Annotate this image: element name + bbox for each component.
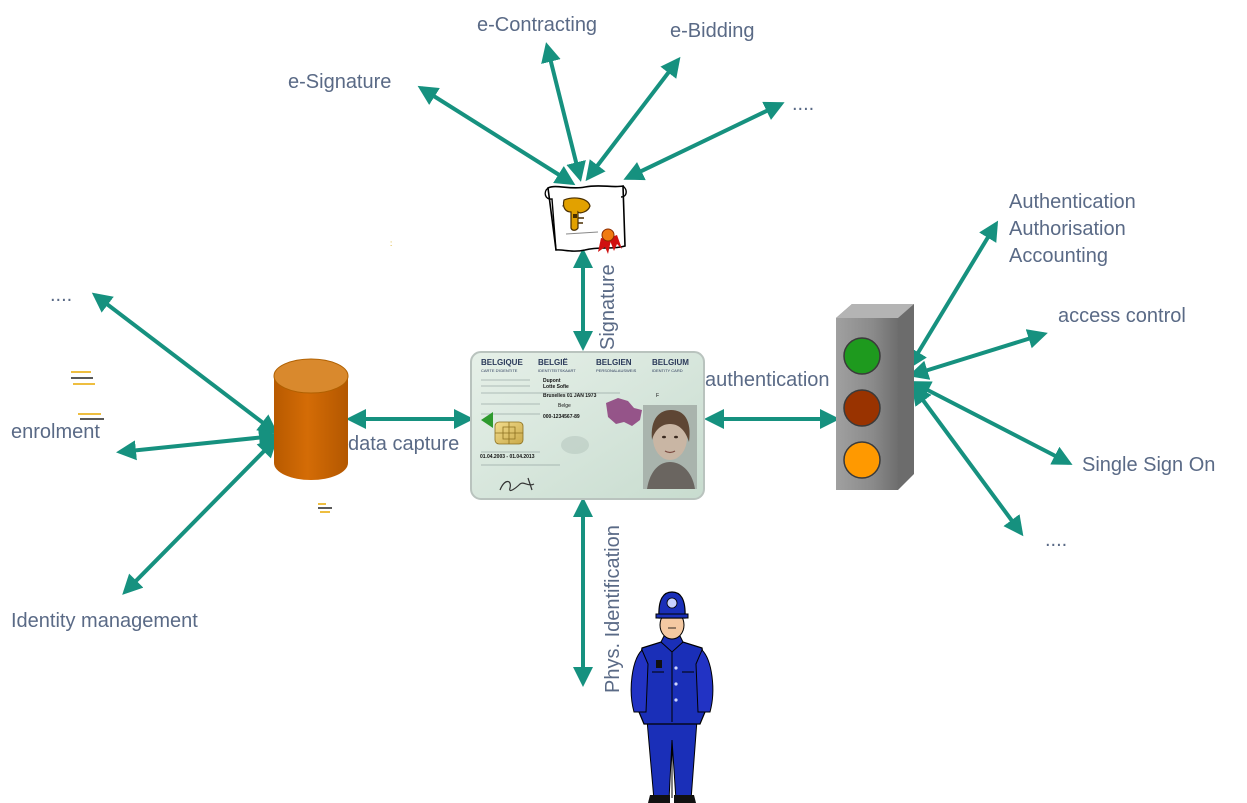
label-e-bidding: e-Bidding: [670, 20, 755, 42]
label-authorisation: Authorisation: [1009, 218, 1126, 240]
arrows: [91, 42, 1073, 687]
card-header-2: BELGIË: [538, 358, 568, 367]
card-header-3: BELGIEN: [596, 358, 632, 367]
traffic-light-icon: [836, 304, 914, 490]
label-data-capture: data capture: [348, 433, 460, 455]
label-more-right: ....: [1045, 529, 1068, 551]
card-birth: Bruxelles 01 JAN 1973: [543, 393, 597, 399]
label-aaa: Authentication Authorisation Accounting: [1009, 189, 1136, 270]
arrow-db-enrolment: [116, 427, 279, 461]
card-number: 000-1234567-89: [543, 414, 580, 420]
card-given-name: Lotte Sofie: [543, 384, 569, 390]
label-access-control: access control: [1058, 305, 1186, 327]
policeman-icon: [630, 591, 714, 803]
card-header-4: BELGIUM: [652, 358, 689, 367]
arrow-signature-e-contracting: [541, 42, 586, 182]
label-e-signature: e-Signature: [288, 71, 392, 93]
card-map: [606, 398, 642, 426]
card-signature-scribble: [499, 477, 535, 492]
label-phys-identification: Phys. Identification: [602, 525, 624, 693]
seal-icon: [598, 228, 622, 254]
green-light: [843, 337, 881, 375]
card-photo: [643, 405, 697, 489]
card-subheader-1: CARTE D'IDENTITE: [481, 368, 518, 373]
arrow-light-aaa: [907, 220, 999, 370]
label-authentication: authentication: [705, 369, 830, 391]
arrow-db-more: [91, 292, 279, 435]
label-single-sign-on: Single Sign On: [1082, 454, 1216, 476]
arrow-signature-e-signature: [417, 85, 576, 186]
label-signature: Signature: [597, 264, 619, 350]
card-subheader-4: IDENTITY CARD: [652, 368, 683, 373]
label-e-contracting: e-Contracting: [477, 14, 598, 36]
card-header-1: BELGIQUE: [481, 358, 523, 367]
id-card: BELGIQUE BELGIË BELGIEN BELGIUM CARTE D'…: [470, 351, 705, 500]
arrow-light-access-control: [908, 329, 1048, 380]
label-authentication-aaa: Authentication: [1009, 191, 1136, 213]
arrow-light-single-sign-on: [910, 381, 1073, 465]
card-triangle: [481, 412, 493, 428]
card-chip: [494, 421, 524, 445]
card-surname: Dupont: [543, 378, 561, 384]
card-subheader-2: IDENTITEITSKAART: [538, 368, 576, 373]
label-enrolment: enrolment: [11, 421, 100, 443]
label-more-top: ....: [792, 93, 815, 115]
amber-light: [843, 441, 881, 479]
red-light: [843, 389, 881, 427]
arrow-light-more: [911, 384, 1024, 537]
arrow-signature-more: [623, 101, 785, 181]
label-identity-management: Identity management: [11, 610, 198, 632]
card-validity: 01.04.2003 - 01.04.2013: [480, 454, 535, 460]
label-more-left: ....: [50, 284, 73, 306]
database-icon: [273, 358, 349, 480]
certificate-icon: [544, 185, 627, 254]
label-accounting: Accounting: [1009, 245, 1108, 267]
card-nationality: Belge: [558, 403, 571, 409]
marker-dot: :: [390, 239, 392, 248]
decoration-marks: [71, 371, 332, 513]
card-sex: F: [656, 393, 659, 399]
key-icon: [562, 197, 591, 231]
card-subheader-3: PERSONALAUSWEIS: [596, 368, 637, 373]
arrow-db-identity-management: [122, 437, 278, 595]
